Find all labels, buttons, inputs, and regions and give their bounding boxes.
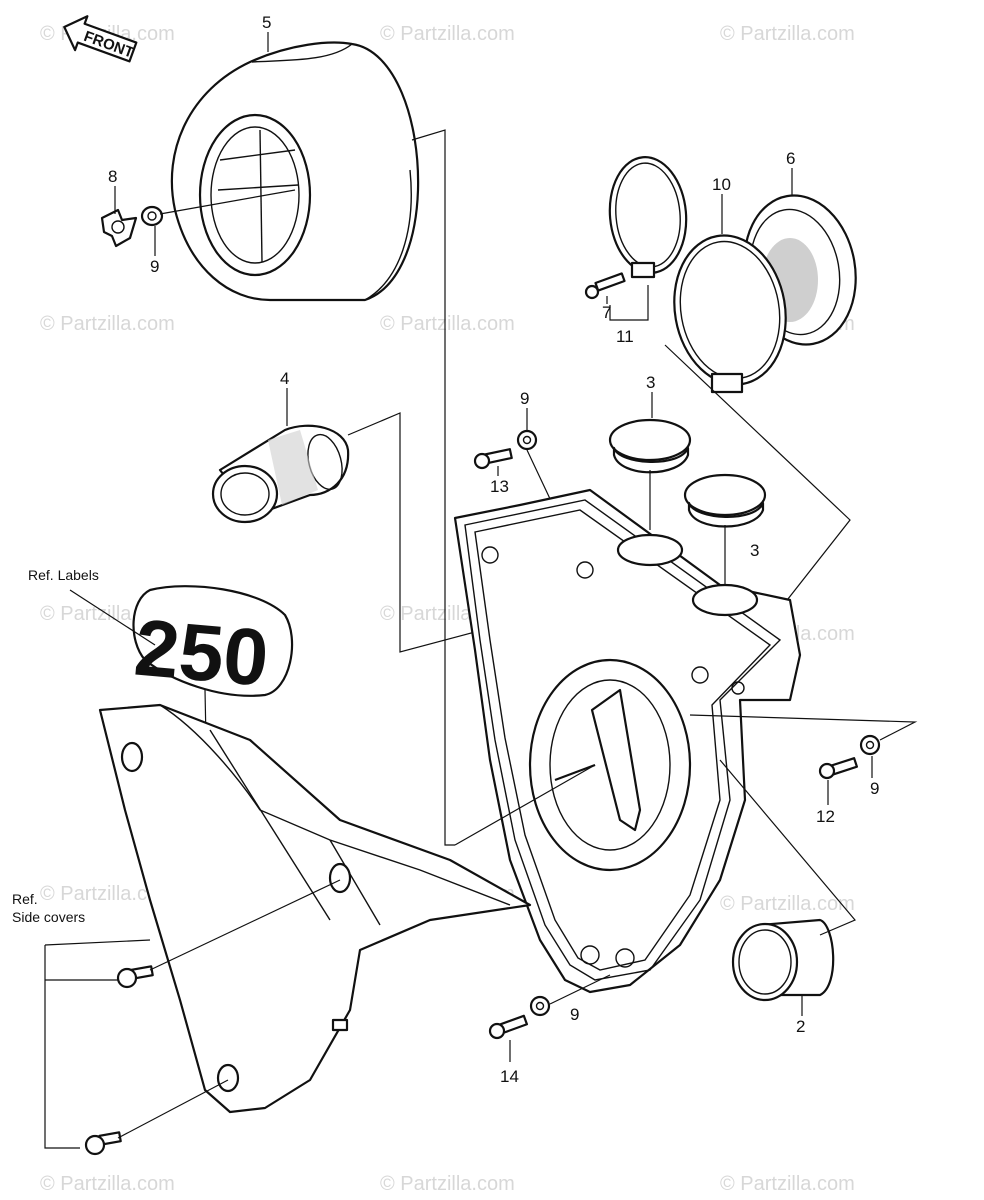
front-arrow-icon: FRONT [63, 15, 138, 63]
watermark: © Partzilla.com [380, 1173, 515, 1195]
screw-14 [488, 1014, 529, 1040]
label-250: 250 [131, 585, 294, 703]
callout-3: 3 [750, 541, 759, 560]
callout-5: 5 [262, 13, 271, 32]
callout-8: 8 [108, 167, 117, 186]
intake-duct [211, 424, 350, 524]
callout-2: 2 [796, 1017, 805, 1036]
callout-14: 14 [500, 1067, 519, 1086]
screw-12 [818, 757, 859, 780]
clamp-band-large [673, 234, 787, 394]
callout-9: 9 [520, 389, 529, 408]
callout-4: 4 [280, 369, 289, 388]
clamp-screw [584, 272, 626, 300]
cap-upper [608, 418, 692, 474]
side-cover-screw-lower [84, 1131, 122, 1156]
label-250-text: 250 [131, 602, 272, 702]
screw-13 [473, 448, 513, 470]
callout-9: 9 [870, 779, 879, 798]
callout-9: 9 [570, 1005, 579, 1024]
wing-nut [100, 208, 138, 248]
watermark: © Partzilla.com [720, 893, 855, 915]
ref-labels-text: Ref. Labels [28, 567, 99, 583]
watermark: © Partzilla.com [40, 883, 175, 905]
callout-13: 13 [490, 477, 509, 496]
ref-side-covers-text-1: Ref. [12, 891, 38, 907]
callout-3: 3 [646, 373, 655, 392]
washer [140, 205, 164, 227]
watermark: © Partzilla.com [720, 1173, 855, 1195]
side-cover-screw-upper [116, 965, 154, 989]
outlet-duct [731, 918, 835, 1002]
washer-13 [516, 429, 538, 451]
callouts: 5 8 9 6 10 7 11 4 9 13 3 3 12 9 2 9 14 [108, 13, 879, 1086]
watermark: © Partzilla.com [380, 313, 515, 335]
cap-lower [683, 473, 767, 528]
callout-12: 12 [816, 807, 835, 826]
air-filter-element [170, 41, 420, 302]
watermark: © Partzilla.com [40, 1173, 175, 1195]
watermark: © Partzilla.com [720, 23, 855, 45]
watermark: © Partzilla.com [380, 23, 515, 45]
washer-12 [859, 734, 881, 756]
callout-11: 11 [616, 327, 634, 346]
washer-14 [529, 995, 551, 1017]
watermark: © Partzilla.com [40, 313, 175, 335]
ref-side-covers-text-2: Side covers [12, 909, 85, 925]
callout-9: 9 [150, 257, 159, 276]
callout-7: 7 [602, 303, 611, 322]
side-cover [98, 703, 532, 1114]
air-box-housing [453, 488, 802, 994]
callout-10: 10 [712, 175, 731, 194]
callout-6: 6 [786, 149, 795, 168]
clamp-band-small [608, 156, 688, 279]
